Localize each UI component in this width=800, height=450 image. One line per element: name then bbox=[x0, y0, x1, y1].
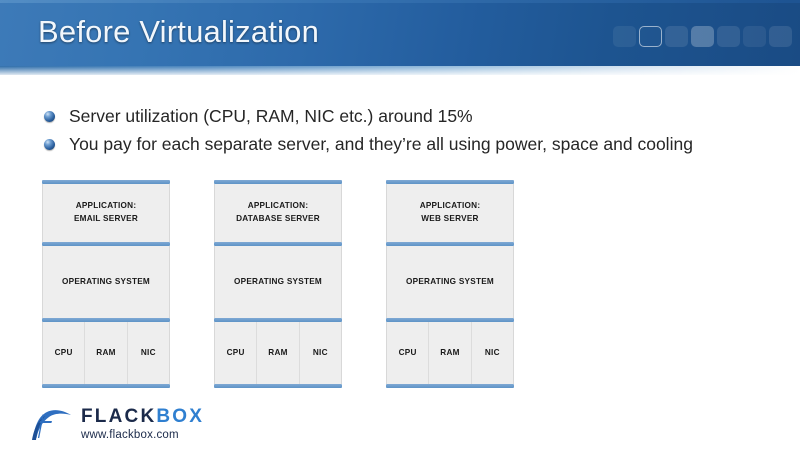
flackbox-swoosh-icon bbox=[32, 410, 71, 440]
bullet-text: Server utilization (CPU, RAM, NIC etc.) … bbox=[69, 106, 473, 126]
decorative-square bbox=[769, 26, 792, 47]
hardware-cell-cpu: CPU bbox=[215, 322, 258, 384]
logo-name-part2: BOX bbox=[156, 406, 205, 427]
decorative-square bbox=[639, 26, 662, 47]
stack-divider-rule bbox=[42, 242, 170, 246]
server-stack-web: APPLICATION: WEB SERVER OPERATING SYSTEM… bbox=[386, 180, 514, 388]
hardware-cell-ram: RAM bbox=[257, 322, 300, 384]
stack-top-rule bbox=[386, 180, 514, 184]
hardware-cell-nic: NIC bbox=[128, 322, 169, 384]
page-title: Before Virtualization bbox=[38, 14, 320, 49]
application-label-line2: EMAIL SERVER bbox=[73, 214, 139, 223]
decorative-square bbox=[743, 26, 766, 47]
logo-name-part1: FLACK bbox=[81, 406, 157, 427]
stack-bottom-rule bbox=[42, 384, 170, 388]
hardware-label: CPU bbox=[54, 347, 73, 357]
decorative-square bbox=[613, 26, 636, 47]
server-stack-diagram-group: APPLICATION: EMAIL SERVER OPERATING SYST… bbox=[42, 180, 762, 388]
stack-bottom-rule bbox=[386, 384, 514, 388]
hardware-label: RAM bbox=[96, 347, 116, 357]
bullet-text: You pay for each separate server, and th… bbox=[69, 134, 693, 155]
hardware-label: CPU bbox=[398, 347, 417, 357]
bullet-sphere-icon bbox=[44, 111, 55, 122]
hardware-cell-ram: RAM bbox=[429, 322, 472, 384]
os-layer: OPERATING SYSTEM bbox=[386, 246, 514, 318]
hardware-layer: CPU RAM NIC bbox=[386, 322, 514, 384]
os-label: OPERATING SYSTEM bbox=[61, 276, 150, 286]
hardware-layer: CPU RAM NIC bbox=[214, 322, 342, 384]
bullet-list: Server utilization (CPU, RAM, NIC etc.) … bbox=[44, 104, 774, 161]
stack-divider-rule bbox=[386, 318, 514, 322]
hardware-cell-cpu: CPU bbox=[43, 322, 86, 384]
os-layer: OPERATING SYSTEM bbox=[214, 246, 342, 318]
bullet-sphere-icon bbox=[44, 139, 55, 151]
logo-wordmark: FLACKBOX bbox=[81, 407, 204, 426]
hardware-label: NIC bbox=[312, 347, 328, 357]
server-stack-database: APPLICATION: DATABASE SERVER OPERATING S… bbox=[214, 180, 342, 388]
flackbox-logo: FLACKBOX www.flackbox.com bbox=[30, 407, 204, 441]
header-decorative-squares bbox=[613, 26, 792, 47]
application-label-line1: APPLICATION: bbox=[419, 201, 481, 211]
application-layer: APPLICATION: EMAIL SERVER bbox=[42, 184, 170, 242]
hardware-label: RAM bbox=[268, 347, 288, 357]
decorative-square bbox=[665, 26, 688, 47]
hardware-cell-cpu: CPU bbox=[387, 322, 430, 384]
logo-url: www.flackbox.com bbox=[81, 429, 179, 441]
list-item: You pay for each separate server, and th… bbox=[44, 132, 774, 157]
os-label: OPERATING SYSTEM bbox=[405, 276, 494, 286]
hardware-cell-nic: NIC bbox=[472, 322, 513, 384]
stack-divider-rule bbox=[386, 242, 514, 246]
header-gradient-divider bbox=[0, 66, 800, 75]
decorative-square bbox=[717, 26, 740, 47]
hardware-cell-nic: NIC bbox=[300, 322, 341, 384]
hardware-label: NIC bbox=[140, 347, 156, 357]
application-layer: APPLICATION: WEB SERVER bbox=[386, 184, 514, 242]
logo-text-block: FLACKBOX www.flackbox.com bbox=[81, 407, 204, 441]
os-layer: OPERATING SYSTEM bbox=[42, 246, 170, 318]
stack-bottom-rule bbox=[214, 384, 342, 388]
stack-divider-rule bbox=[214, 318, 342, 322]
list-item: Server utilization (CPU, RAM, NIC etc.) … bbox=[44, 104, 774, 129]
stack-divider-rule bbox=[42, 318, 170, 322]
application-layer: APPLICATION: DATABASE SERVER bbox=[214, 184, 342, 242]
slide-header: Before Virtualization bbox=[0, 0, 800, 66]
application-label-line1: APPLICATION: bbox=[75, 201, 137, 211]
hardware-layer: CPU RAM NIC bbox=[42, 322, 170, 384]
hardware-label: CPU bbox=[226, 347, 245, 357]
application-label-line1: APPLICATION: bbox=[247, 201, 309, 211]
hardware-label: NIC bbox=[484, 347, 500, 357]
stack-top-rule bbox=[214, 180, 342, 184]
stack-divider-rule bbox=[214, 242, 342, 246]
application-label-line2: WEB SERVER bbox=[421, 214, 479, 223]
os-label: OPERATING SYSTEM bbox=[233, 276, 322, 286]
application-label-line2: DATABASE SERVER bbox=[236, 214, 320, 223]
server-stack-email: APPLICATION: EMAIL SERVER OPERATING SYST… bbox=[42, 180, 170, 388]
hardware-label: RAM bbox=[440, 347, 460, 357]
decorative-square bbox=[691, 26, 714, 47]
stack-top-rule bbox=[42, 180, 170, 184]
hardware-cell-ram: RAM bbox=[85, 322, 128, 384]
